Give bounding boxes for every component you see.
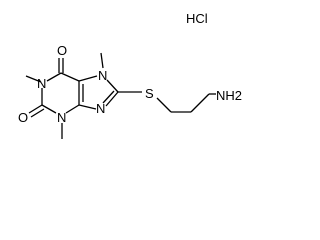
bond-c8-n9-a <box>105 91 119 107</box>
bond-c2-o-a <box>28 104 43 114</box>
atom-labels: O N N O N N S NH2 <box>18 43 242 125</box>
bond-ch2-ch2-b <box>190 93 210 113</box>
bond-c5-n7 <box>78 75 98 82</box>
bond-c8-n9-b <box>102 90 115 104</box>
atom-oxygen-bottom: O <box>18 110 28 125</box>
bond-n9-c4 <box>78 104 97 110</box>
atom-sulfur: S <box>145 86 154 101</box>
structure-drawing: O N N O N N S NH2 HCl <box>18 11 242 139</box>
atom-nitrogen-n9: N <box>96 101 105 116</box>
bond-n3-c4 <box>65 104 80 114</box>
molecule-canvas: O N N O N N S NH2 HCl <box>18 11 242 139</box>
atom-oxygen-top: O <box>57 43 67 58</box>
bond-n1-methyl <box>25 75 42 83</box>
bond-c2-n3 <box>41 104 57 114</box>
bond-c5-c6 <box>60 72 80 82</box>
atom-nitrogen-n3: N <box>57 110 66 125</box>
atom-nitrogen-n7: N <box>98 68 107 83</box>
bond-c6-n1 <box>46 72 62 82</box>
bond-c2-o-b <box>30 108 45 118</box>
bond-n7-c8 <box>106 79 119 93</box>
bond-group <box>25 52 216 139</box>
salt-label: HCl <box>186 11 208 26</box>
atom-nitrogen-n1: N <box>37 76 46 91</box>
bond-n7-methyl <box>100 52 104 69</box>
atom-amine: NH2 <box>216 88 242 103</box>
bond-s-ch2 <box>156 97 172 113</box>
